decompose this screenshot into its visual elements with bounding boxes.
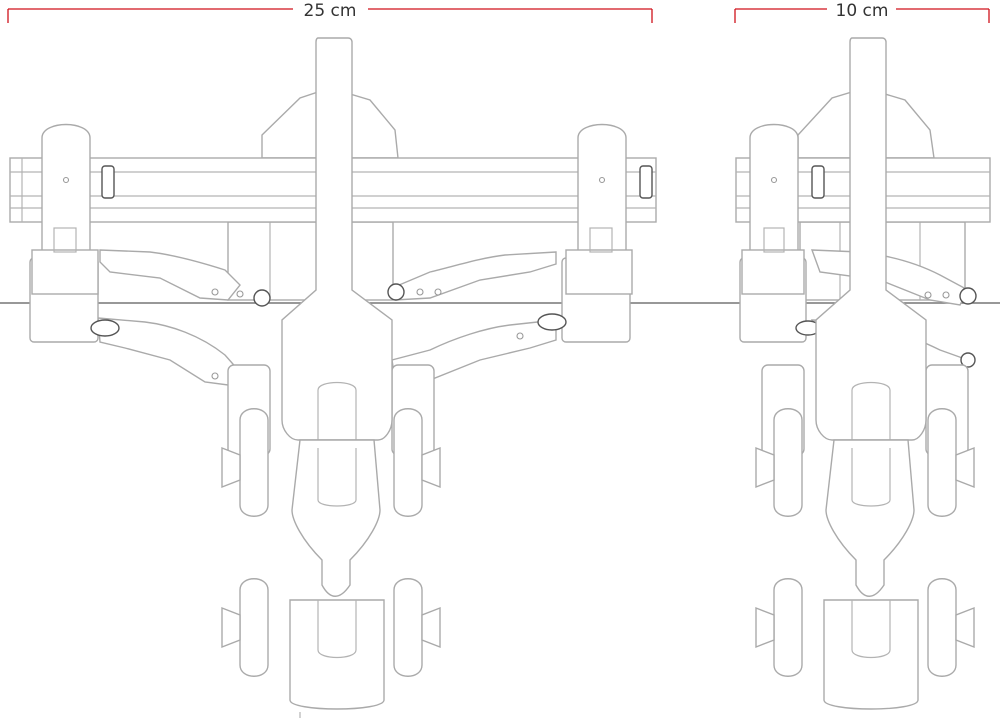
wide-wheel-flange-left [221, 446, 241, 489]
wide-right-arm-hole [434, 288, 442, 296]
narrow-central-mast [815, 37, 927, 441]
wide-right-arm-lower [391, 319, 557, 381]
wide-left-clamp-collar [31, 249, 99, 295]
wide-left-arm-hole [211, 288, 219, 296]
wide-lower-link-slot [317, 448, 357, 507]
wide-right-arm-upper [391, 251, 557, 301]
wide-mast-fork-slot [317, 381, 357, 440]
wide-lower-block [227, 221, 394, 301]
wide-lower-fork-slot [317, 600, 357, 659]
wide-left-knob [90, 319, 120, 337]
narrow-arm-hole [924, 291, 932, 299]
wide-left-arm-upper [99, 249, 241, 301]
narrow-lower-fork-slot [851, 600, 891, 659]
dimension-25cm [7, 8, 653, 23]
narrow-bolt [960, 352, 976, 368]
wide-right-clamp-post [577, 123, 627, 263]
wide-left-clamp-pin [62, 176, 70, 184]
narrow-wheel-flange-left [755, 446, 775, 489]
wide-wheel-lower-right [393, 578, 423, 677]
wide-left-arm-hole [211, 372, 219, 380]
narrow-clamp-post [749, 123, 799, 263]
dimension-10cm [734, 8, 990, 23]
wide-right-clamp-window [589, 227, 613, 253]
narrow-lower-fork [823, 599, 919, 710]
dimension-25cm-label: 25 cm [304, 1, 357, 21]
narrow-wheel-lower-left [773, 578, 803, 677]
wide-carriage-view [9, 37, 657, 718]
wide-left-thumbscrew [101, 165, 115, 199]
narrow-wheel-upper-right [927, 408, 957, 517]
wide-bolt [387, 283, 405, 301]
wide-wheel-flange-right [421, 446, 441, 489]
narrow-clamp-window [763, 227, 785, 253]
wide-right-arm-hole [516, 332, 524, 340]
wide-right-clamp-pin [598, 176, 606, 184]
wide-right-arm-hole [416, 288, 424, 296]
narrow-clamp-collar [741, 249, 805, 295]
wide-wheel-upper-right [393, 408, 423, 517]
narrow-bolt [959, 287, 977, 305]
wide-left-clamp-window [53, 227, 77, 253]
wide-lower-link [291, 439, 381, 597]
wide-lower-flange-left [221, 606, 241, 649]
dimension-10cm-label: 10 cm [836, 1, 889, 21]
narrow-wheel-flange-right [955, 446, 975, 489]
narrow-carriage-view [735, 37, 991, 710]
wide-bolt [253, 289, 271, 307]
wide-central-mast [281, 37, 393, 441]
wide-left-clamp-post [41, 123, 91, 263]
narrow-thumbscrew [811, 165, 825, 199]
wide-lower-flange-right [421, 606, 441, 649]
narrow-lower-flange-right [955, 606, 975, 649]
narrow-lower-link [825, 439, 915, 597]
narrow-lower-flange-left [755, 606, 775, 649]
wide-lower-fork [289, 599, 385, 710]
narrow-mast-fork-slot [851, 381, 891, 440]
wide-left-arm-hole [236, 290, 244, 298]
narrow-arm-hole [942, 291, 950, 299]
wide-right-clamp-collar [565, 249, 633, 295]
wide-wheel-upper-left [239, 408, 269, 517]
wide-left-arm-lower [97, 317, 241, 386]
wide-wheel-lower-left [239, 578, 269, 677]
narrow-lower-link-slot [851, 448, 891, 507]
narrow-wheel-lower-right [927, 578, 957, 677]
narrow-wheel-upper-left [773, 408, 803, 517]
wide-right-knob [537, 313, 567, 331]
wide-right-thumbscrew [639, 165, 653, 199]
narrow-clamp-pin [770, 176, 778, 184]
